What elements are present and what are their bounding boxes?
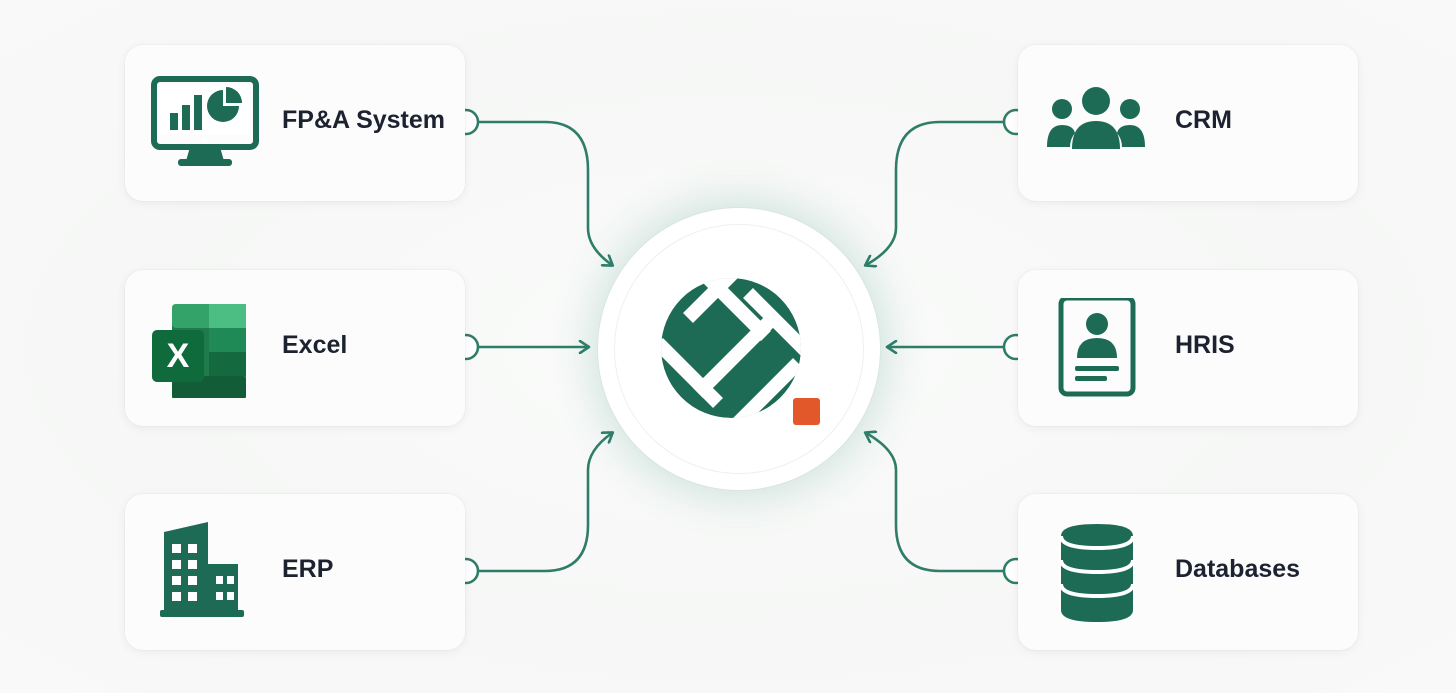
source-card-fpa[interactable]: FP&A System: [125, 45, 465, 201]
accent-square: [793, 398, 820, 425]
hub-ring: [614, 224, 864, 474]
central-hub[interactable]: [598, 208, 880, 490]
monitor-chart-icon: [150, 73, 260, 173]
source-card-erp[interactable]: ERP: [125, 494, 465, 650]
connector-databases: [866, 433, 1005, 573]
source-card-hris[interactable]: HRIS: [1018, 270, 1358, 426]
source-label-erp: ERP: [282, 555, 334, 583]
source-card-excel[interactable]: X Excel: [125, 270, 465, 426]
source-label-crm: CRM: [1175, 106, 1232, 134]
source-card-crm[interactable]: CRM: [1018, 45, 1358, 201]
platform-logo-icon: [661, 278, 820, 425]
source-label-databases: Databases: [1175, 555, 1301, 583]
excel-icon-letter: X: [167, 337, 190, 375]
connector-erp: [476, 433, 612, 573]
buildings-icon: [150, 522, 260, 622]
excel-icon: X: [150, 298, 260, 400]
database-icon: [1043, 522, 1153, 622]
source-label-fpa: FP&A System: [282, 106, 446, 134]
source-label-excel: Excel: [282, 331, 348, 359]
id-card-icon: [1043, 295, 1153, 398]
users-icon: [1043, 73, 1153, 173]
source-card-databases[interactable]: Databases: [1018, 494, 1358, 650]
connector-fpa: [476, 120, 612, 265]
connector-crm: [866, 120, 1005, 265]
source-label-hris: HRIS: [1175, 331, 1235, 359]
